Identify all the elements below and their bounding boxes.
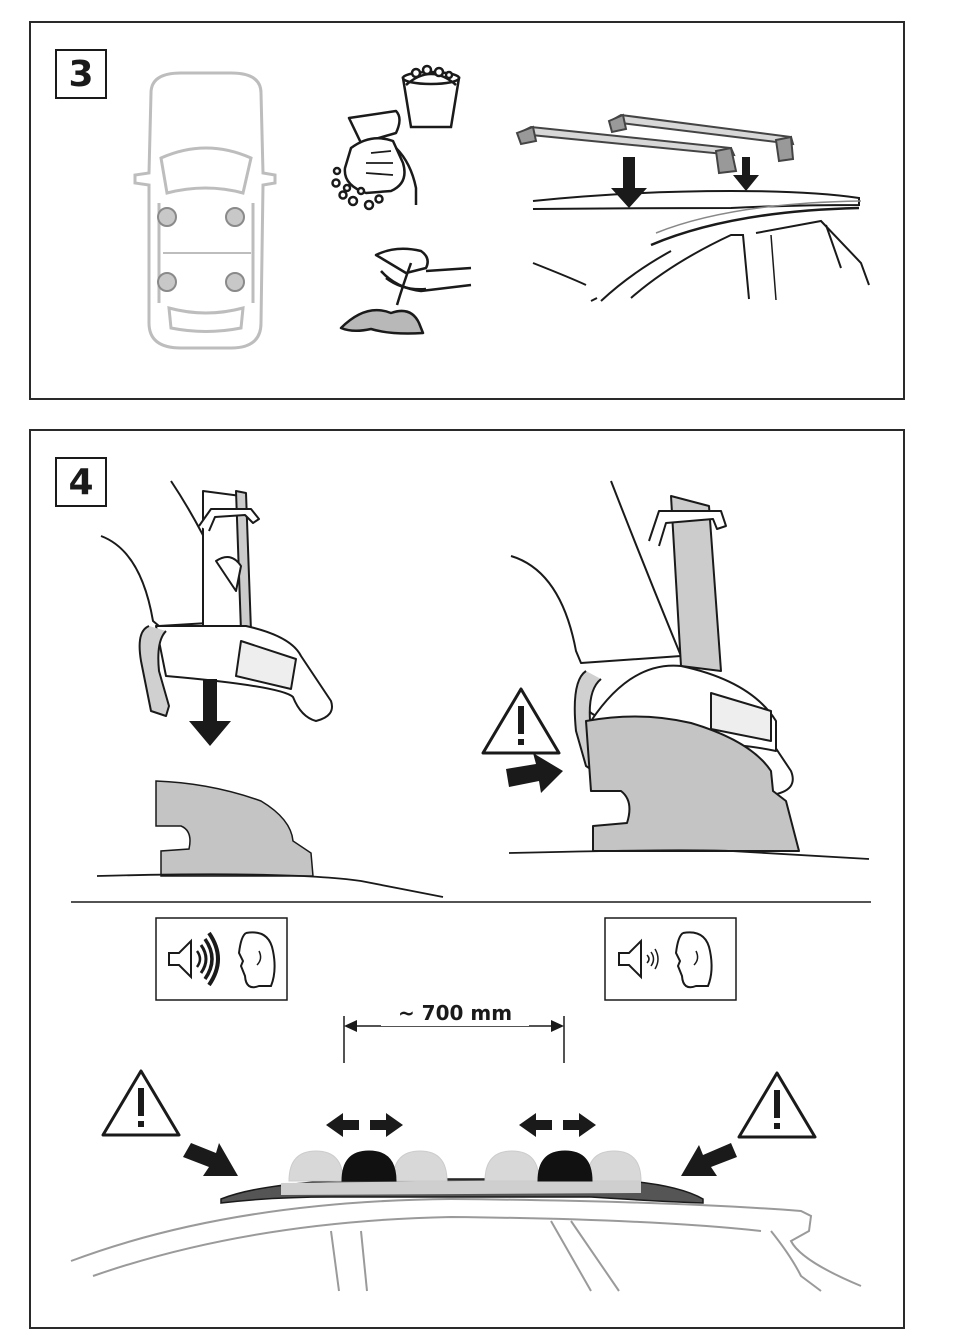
step-4-illustration: ~ 700 mm — [70, 480, 871, 1292]
listening-head-icon — [237, 931, 276, 989]
diagonal-arrow-icon — [183, 1143, 737, 1176]
car-side-outline — [70, 1197, 862, 1292]
bucket-icon — [401, 64, 461, 129]
distance-label-bg — [381, 1000, 529, 1026]
car-top-view-icon — [133, 71, 277, 350]
roof-rail-left — [96, 780, 444, 898]
warning-triangle-icon — [101, 1069, 181, 1137]
step-3-panel: 3 — [29, 21, 905, 400]
foot-lowering-left — [100, 480, 333, 722]
drying-cloth-icon — [339, 247, 472, 335]
car-roof-side-view — [532, 189, 870, 302]
down-arrow-icon — [189, 679, 231, 746]
right-arrow-icon — [506, 753, 563, 793]
step-3-badge: 3 — [55, 49, 107, 99]
distance-label: ~ 700 mm — [398, 1001, 512, 1025]
speaker-quiet-icon — [618, 938, 659, 980]
listening-head-icon — [674, 931, 713, 989]
down-arrow-icon — [611, 157, 759, 208]
roof-bars-icon — [515, 113, 795, 175]
warning-triangle-icon — [737, 1071, 817, 1139]
roof-rail-top — [220, 1178, 704, 1204]
foot-attached-right — [508, 480, 870, 860]
loud-click-box — [155, 917, 288, 1001]
contact-points — [157, 207, 245, 292]
step-4-badge: 4 — [55, 457, 107, 507]
quiet-click-box — [604, 917, 737, 1001]
speaker-loud-icon — [168, 931, 220, 987]
warning-triangle-icon — [481, 687, 561, 755]
foot-final-position — [341, 1150, 593, 1182]
adjust-arrows-icon — [326, 1113, 596, 1137]
foot-positions — [288, 1150, 642, 1182]
step-3-illustration — [133, 64, 870, 350]
washing-hand-icon — [331, 109, 418, 211]
step-4-panel: 4 — [29, 429, 905, 1329]
